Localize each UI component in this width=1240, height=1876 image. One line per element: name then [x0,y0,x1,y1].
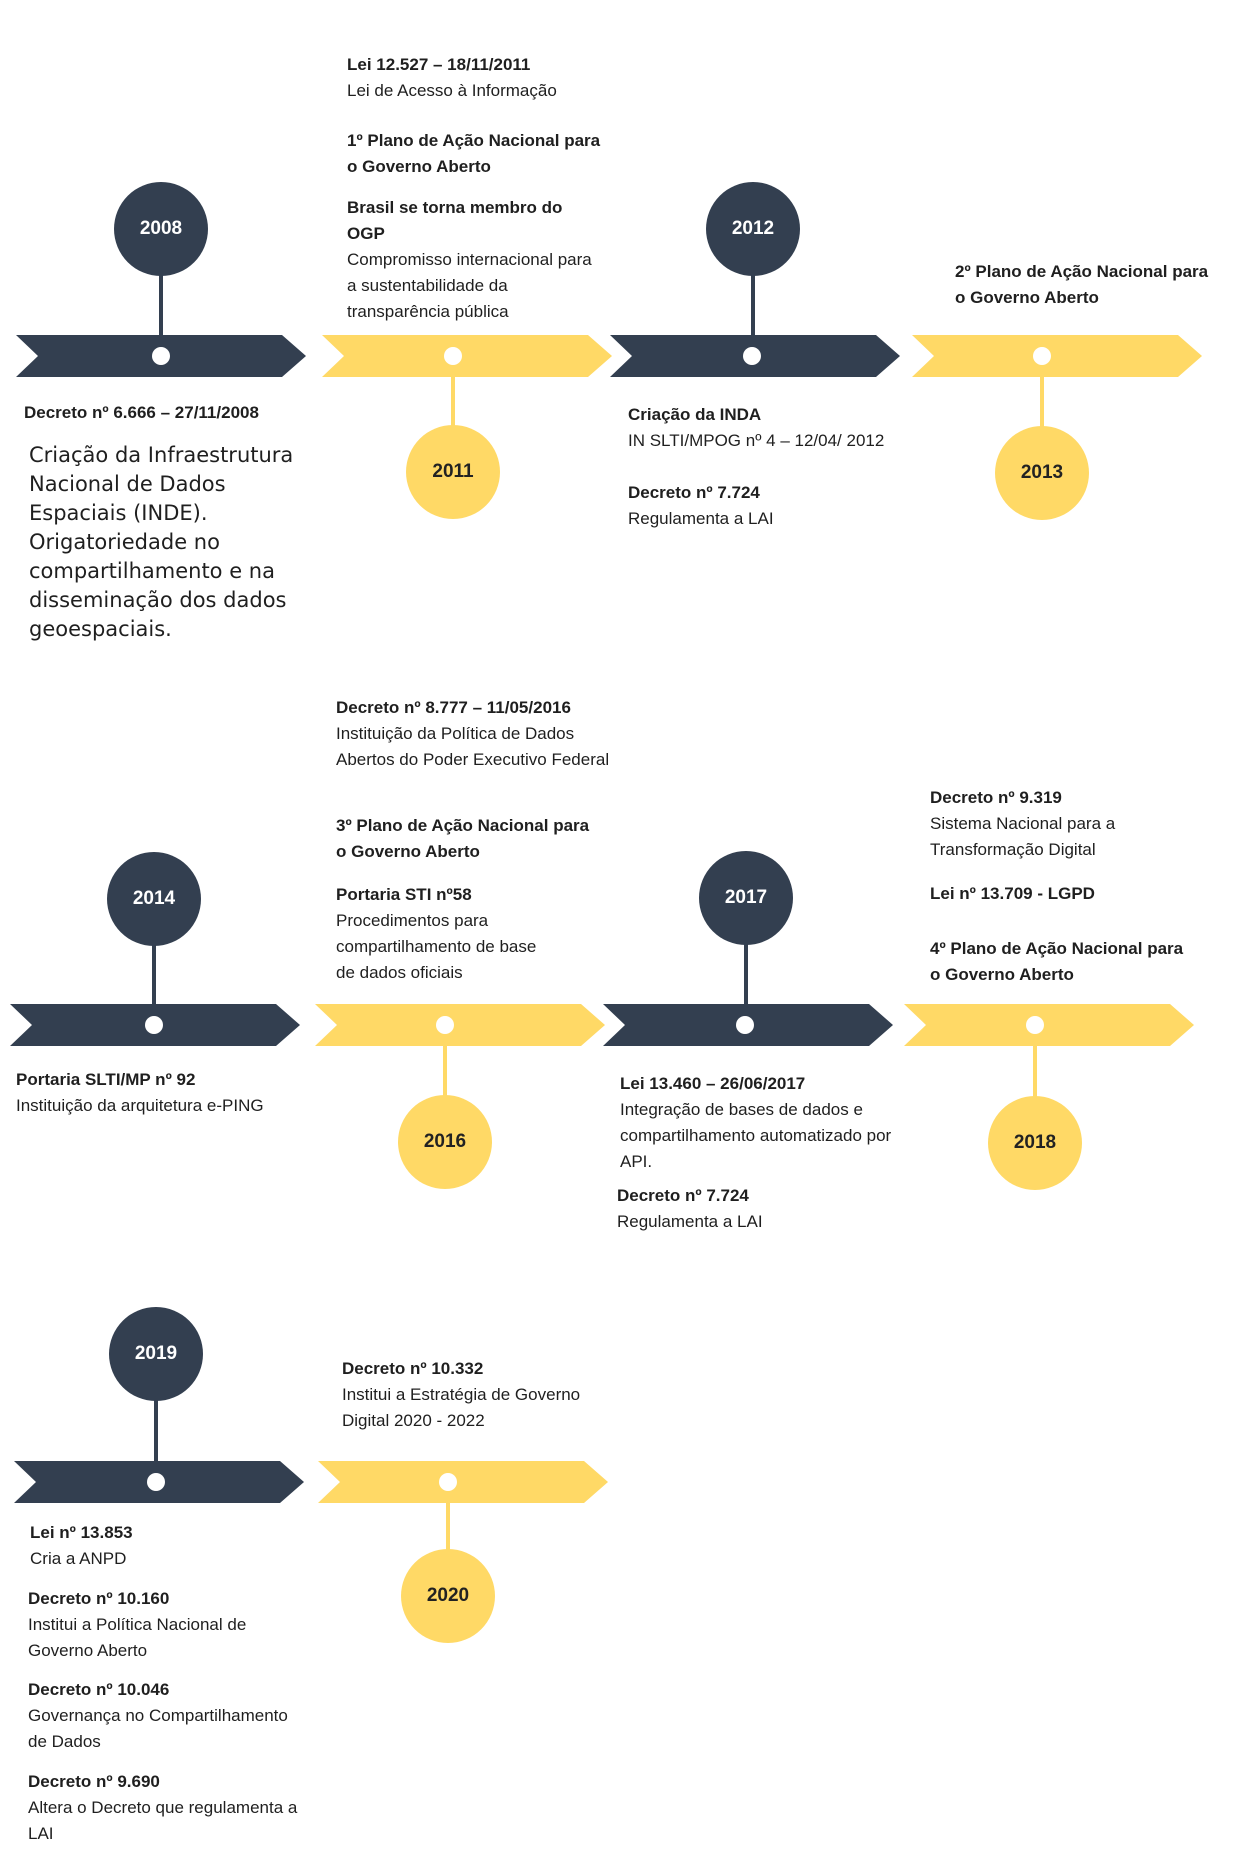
timeline-dot-2008 [152,347,170,365]
entry-title: Lei 12.527 – 18/11/2011 [347,55,531,74]
entry-title: Decreto nº 9.319 [930,788,1062,807]
entry-title: Decreto nº 10.332 [342,1359,484,1378]
timeline-dot-2019 [147,1473,165,1491]
entry-description: Regulamenta a LAI [628,509,774,528]
timeline-dot-2018 [1026,1016,1044,1034]
entry-title: Decreto nº 7.724 [628,483,760,502]
entry-title: Decreto nº 6.666 – 27/11/2008 [24,403,259,422]
entry-description: Compromisso internacional para a sustent… [347,250,592,321]
timeline-entry-y2008-a: Decreto nº 6.666 – 27/11/2008 [24,400,324,426]
entry-title: Portaria STI nº58 [336,885,472,904]
year-circle-2017: 2017 [699,851,793,945]
timeline-stem-2014 [152,899,156,1025]
timeline-entry-y2013-a: 2º Plano de Ação Nacional para o Governo… [955,259,1215,311]
timeline-stem-2011 [451,356,455,472]
year-circle-2019: 2019 [109,1307,203,1401]
entry-title: 2º Plano de Ação Nacional para o Governo… [955,262,1209,307]
timeline-arrow-2011 [322,335,612,377]
entry-description: Governança no Compartilhamento de Dados [28,1706,288,1751]
timeline-entry-y2018-b: Lei nº 13.709 - LGPD [930,881,1190,907]
entry-title: Brasil se torna membro do OGP [347,198,563,243]
timeline-dot-2014 [145,1016,163,1034]
timeline-entry-y2018-c: 4º Plano de Ação Nacional para o Governo… [930,936,1190,988]
entry-title: 3º Plano de Ação Nacional para o Governo… [336,816,590,861]
timeline-dot-2011 [444,347,462,365]
entry-title: Decreto nº 10.160 [28,1589,170,1608]
timeline-arrow-2018 [904,1004,1194,1046]
timeline-entry-y2011-c: Brasil se torna membro do OGP Compromisso… [347,195,601,325]
timeline-dot-2012 [743,347,761,365]
year-circle-2014: 2014 [107,852,201,946]
timeline-entry-y2016-b: 3º Plano de Ação Nacional para o Governo… [336,813,596,865]
entry-title: Decreto nº 8.777 – 11/05/2016 [336,698,571,717]
entry-description: Lei de Acesso à Informação [347,81,557,100]
entry-description: Altera o Decreto que regulamenta a LAI [28,1798,298,1843]
entry-description: Regulamenta a LAI [617,1212,763,1231]
timeline-arrow-2016 [315,1004,605,1046]
entry-description: Procedimentos para compartilhamento de b… [336,911,537,982]
entry-description: IN SLTI/MPOG nº 4 – 12/04/ 2012 [628,431,885,450]
entry-description: Cria a ANPD [30,1549,127,1568]
year-circle-2012: 2012 [706,182,800,276]
entry-title: Portaria SLTI/MP nº 92 [16,1070,196,1089]
entry-title: Lei 13.460 – 26/06/2017 [620,1074,806,1093]
entry-title: Lei nº 13.853 [30,1523,133,1542]
timeline-arrow-2013 [912,335,1202,377]
timeline-entry-y2014-a: Portaria SLTI/MP nº 92 Instituição da arq… [16,1067,278,1119]
entry-title: 1º Plano de Ação Nacional para o Governo… [347,131,601,176]
entry-description: Sistema Nacional para a Transformação Di… [930,814,1116,859]
year-circle-2020: 2020 [401,1549,495,1643]
entry-description: Institui a Política Nacional de Governo … [28,1615,247,1660]
timeline-stem-2019 [154,1354,158,1482]
entry-description: Institui a Estratégia de Governo Digital… [342,1385,581,1430]
entry-title: Lei nº 13.709 - LGPD [930,884,1095,903]
year-circle-2008: 2008 [114,182,208,276]
timeline-dot-2020 [439,1473,457,1491]
entry-title: Decreto nº 7.724 [617,1186,749,1205]
timeline-stem-2013 [1040,356,1044,473]
entry-title: 4º Plano de Ação Nacional para o Governo… [930,939,1184,984]
timeline-entry-y2008-b: Criação da Infraestrutura Nacional de Da… [29,441,299,644]
entry-title: Criação da INDA [628,405,762,424]
timeline-stem-2016 [443,1025,447,1142]
entry-description: Instituição da arquitetura e-PING [16,1096,264,1115]
entry-description: Criação da Infraestrutura Nacional de Da… [29,443,294,641]
entry-title: Decreto nº 9.690 [28,1772,160,1791]
year-circle-2018: 2018 [988,1096,1082,1190]
year-circle-2011: 2011 [406,425,500,519]
entry-title: Decreto nº 10.046 [28,1680,170,1699]
timeline-stem-2020 [446,1482,450,1596]
timeline-dot-2017 [736,1016,754,1034]
timeline-entry-y2011-b: 1º Plano de Ação Nacional para o Governo… [347,128,607,180]
timeline-stem-2012 [751,229,755,356]
timeline-stem-2018 [1033,1025,1037,1143]
entry-description: Instituição da Política de Dados Abertos… [336,724,610,769]
year-circle-2013: 2013 [995,426,1089,520]
timeline-dot-2013 [1033,347,1051,365]
year-circle-2016: 2016 [398,1095,492,1189]
entry-description: Integração de bases de dados e compartil… [620,1100,892,1171]
timeline-stem-2008 [159,229,163,356]
timeline-arrow-2020 [318,1461,608,1503]
timeline-entry-y2012-a: Criação da INDA IN SLTI/MPOG nº 4 – 12/04… [628,402,948,454]
timeline-dot-2016 [436,1016,454,1034]
timeline-stem-2017 [744,898,748,1025]
